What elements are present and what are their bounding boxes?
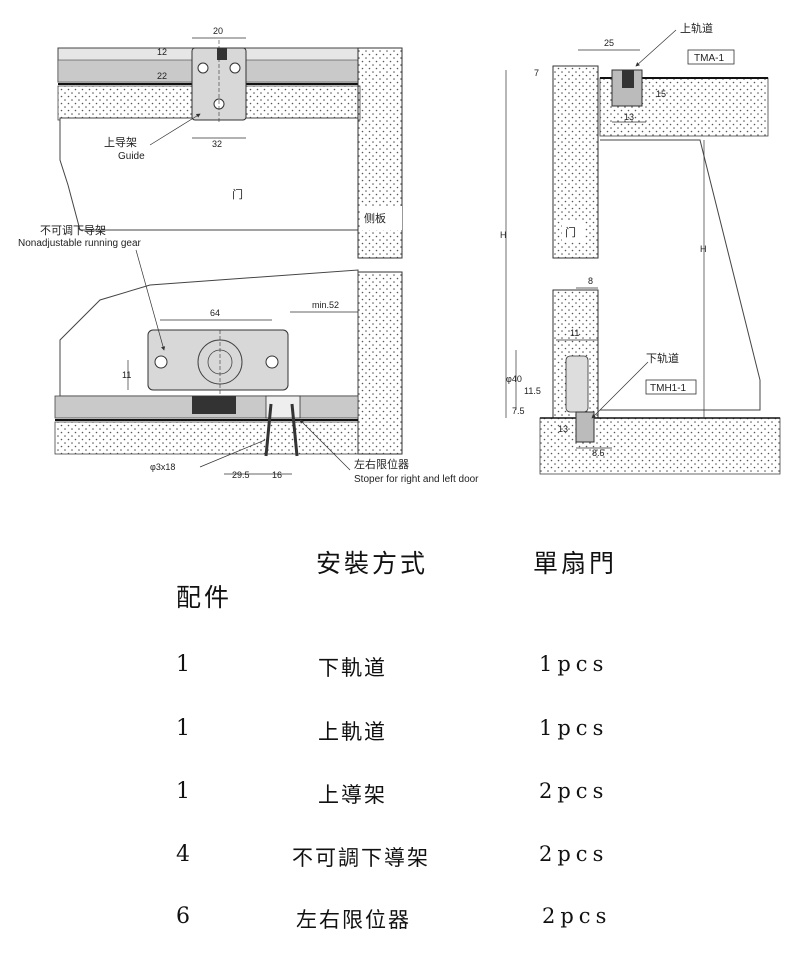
row-name: 不可調下導架	[292, 846, 430, 870]
right-section-view: 门 H H 25 7 15 13 上轨道 TMA-1 8 11 φ40 11.5	[500, 21, 781, 475]
dim-11-left: 11	[122, 370, 131, 380]
running-gear-plate	[147, 329, 289, 391]
guide-cn-label: 上导架	[104, 136, 137, 149]
floor-section	[54, 421, 359, 455]
dim-25: 25	[604, 38, 614, 48]
row-unit: 1pcs	[539, 716, 609, 740]
row-unit: 2pcs	[539, 842, 609, 866]
row-qty: 4	[176, 842, 190, 867]
gear-en-label: Nonadjustable running gear	[18, 238, 142, 249]
row-name: 下軌道	[318, 656, 387, 680]
row-name: 左右限位器	[296, 908, 411, 932]
left-bottom-assembly: 64 min.52 11 不可调下导架 Nonadjustable runnin…	[18, 224, 479, 485]
row-name: 上軌道	[318, 720, 387, 744]
header-parts: 配件	[176, 583, 233, 612]
dim-11-right: 11	[570, 328, 579, 338]
dim-22: 22	[157, 71, 167, 81]
header-install-method: 安裝方式	[316, 549, 429, 578]
door-outline-top	[59, 117, 359, 231]
row-qty: 1	[176, 716, 190, 741]
dim-16: 16	[272, 470, 282, 480]
row-qty: 1	[176, 652, 190, 677]
side-panel-label: 侧板	[364, 211, 386, 225]
row-unit: 1pcs	[539, 652, 609, 676]
gear-cn-label: 不可调下导架	[40, 224, 106, 237]
dim-32: 32	[212, 139, 222, 149]
stopper-cn-label: 左右限位器	[354, 457, 409, 471]
dim-12: 12	[157, 47, 167, 57]
guide-en-label: Guide	[118, 151, 145, 162]
side-panel: 侧板	[357, 47, 403, 455]
dim-13-top: 13	[624, 112, 634, 122]
bottom-rail-profile	[575, 411, 595, 443]
row-unit: 2pcs	[542, 904, 612, 928]
dim-64: 64	[210, 308, 220, 318]
row-unit: 2pcs	[539, 779, 609, 803]
dim-13-bottom: 13	[558, 424, 568, 434]
dim-8-5: 8.5	[592, 448, 605, 458]
header-single-door: 單扇門	[533, 549, 618, 578]
row-name: 上導架	[318, 783, 387, 807]
screw-label: φ3x18	[150, 462, 175, 472]
dim-20: 20	[213, 26, 223, 36]
tmh-label: TMH1-1	[650, 383, 687, 394]
dim-15: 15	[656, 89, 666, 99]
dim-29-5: 29.5	[232, 470, 250, 480]
right-door-label: 门	[565, 225, 576, 239]
technical-drawing: 20 12 22 32 上导架 Guide 门 侧板	[18, 21, 781, 485]
bottom-rail-cn-label: 下轨道	[646, 351, 679, 365]
dim-7: 7	[534, 68, 539, 78]
row-qty: 1	[176, 779, 190, 804]
dim-11-5: 11.5	[524, 386, 541, 396]
dim-8: 8	[588, 276, 593, 286]
tma-label: TMA-1	[694, 53, 724, 64]
dim-h-right: H	[700, 244, 707, 254]
left-top-assembly: 20 12 22 32 上导架 Guide 门	[57, 26, 361, 231]
dim-7-5: 7.5	[512, 406, 525, 416]
door-label-left: 门	[232, 187, 243, 201]
top-rail-cn-label: 上轨道	[680, 21, 713, 35]
dim-h-left: H	[500, 230, 507, 240]
dim-min52: min.52	[312, 300, 339, 310]
stopper-en-label: Stoper for right and left door	[354, 474, 479, 485]
dim-phi40: φ40	[506, 374, 522, 384]
row-qty: 6	[176, 904, 190, 929]
